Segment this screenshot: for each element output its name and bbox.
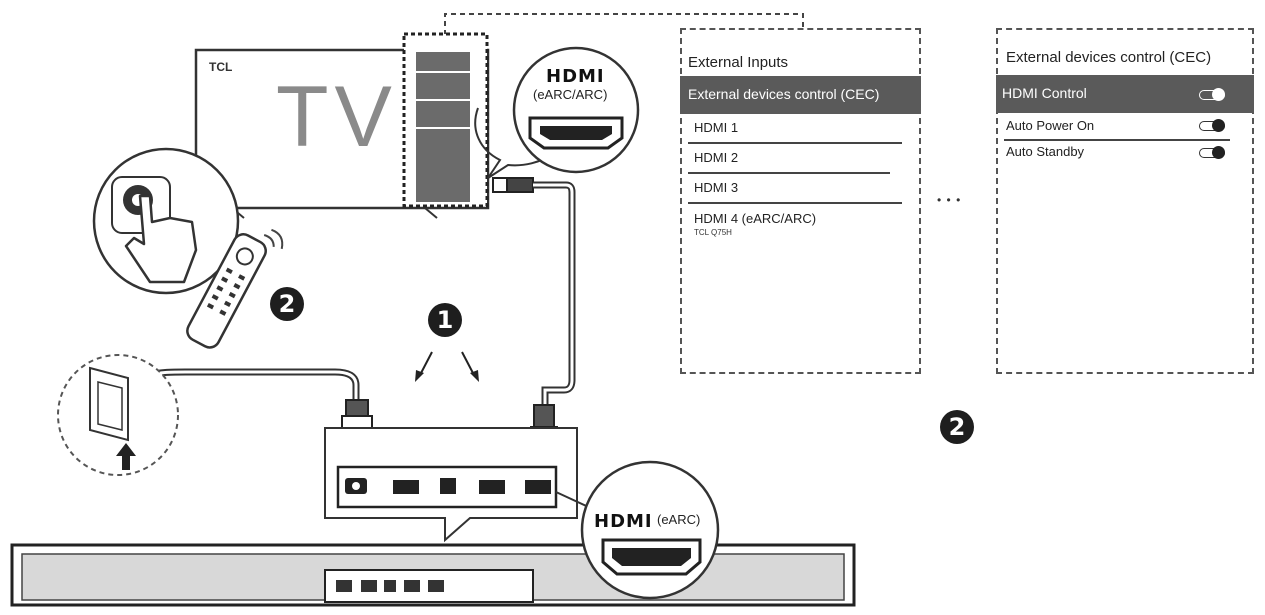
cec-row-auto-power-on[interactable]: Auto Power On (1006, 118, 1095, 133)
callout-dashed-connector (444, 13, 804, 35)
cec-panel-title: External devices control (CEC) (1006, 49, 1212, 66)
menu-divider (688, 202, 902, 204)
menu-item-hdmi-1[interactable]: HDMI 1 (694, 120, 739, 135)
menu-item-cec[interactable]: External devices control (CEC) (680, 76, 921, 114)
auto-power-on-toggle[interactable] (1199, 119, 1225, 132)
soundbar-hdmi-sublabel: (eARC) (657, 512, 701, 527)
tv-brand-label: TCL (209, 60, 233, 74)
step1-arrows (415, 351, 479, 382)
hand-pointer-icon (124, 194, 198, 284)
cec-row-auto-standby[interactable]: Auto Standby (1006, 144, 1085, 159)
tv-port-panel (402, 32, 489, 208)
soundbar-hdmi-callout (555, 460, 720, 600)
remote-control-icon (186, 228, 284, 349)
soundbar-hdmi-logo: HDMI (594, 511, 653, 532)
cec-divider (1004, 139, 1230, 141)
step2-badge-remote: 2 (270, 287, 304, 321)
ellipsis-separator: • • • (937, 193, 962, 207)
menu-item-hdmi-4-device: TCL Q75H (694, 228, 732, 237)
menu-divider (688, 142, 902, 144)
menu-divider (688, 172, 890, 174)
cec-row-label: HDMI Control (1002, 85, 1087, 101)
menu-item-hdmi-2[interactable]: HDMI 2 (694, 150, 739, 165)
tv-hdmi-callout (474, 46, 640, 179)
soundbar-port-panel (324, 427, 578, 543)
wall-outlet-icon (57, 354, 179, 476)
step2-badge-menu: 2 (940, 410, 974, 444)
soundbar-icon (10, 543, 856, 607)
up-arrow-icon (116, 443, 136, 470)
hdmi-control-toggle[interactable] (1199, 88, 1225, 101)
step1-badge: 1 (428, 303, 462, 337)
auto-standby-toggle[interactable] (1199, 146, 1225, 159)
menu-item-hdmi-3[interactable]: HDMI 3 (694, 180, 739, 195)
settings-press-callout (92, 147, 240, 295)
menu-item-hdmi-4[interactable]: HDMI 4 (eARC/ARC) (694, 211, 817, 226)
hdmi-cable-icon (492, 177, 576, 454)
tv-hdmi-sublabel: (eARC/ARC) (533, 87, 608, 102)
tv-label: TV (276, 69, 398, 165)
tv-hdmi-logo: HDMI (546, 66, 605, 87)
external-inputs-title: External Inputs (688, 54, 789, 71)
